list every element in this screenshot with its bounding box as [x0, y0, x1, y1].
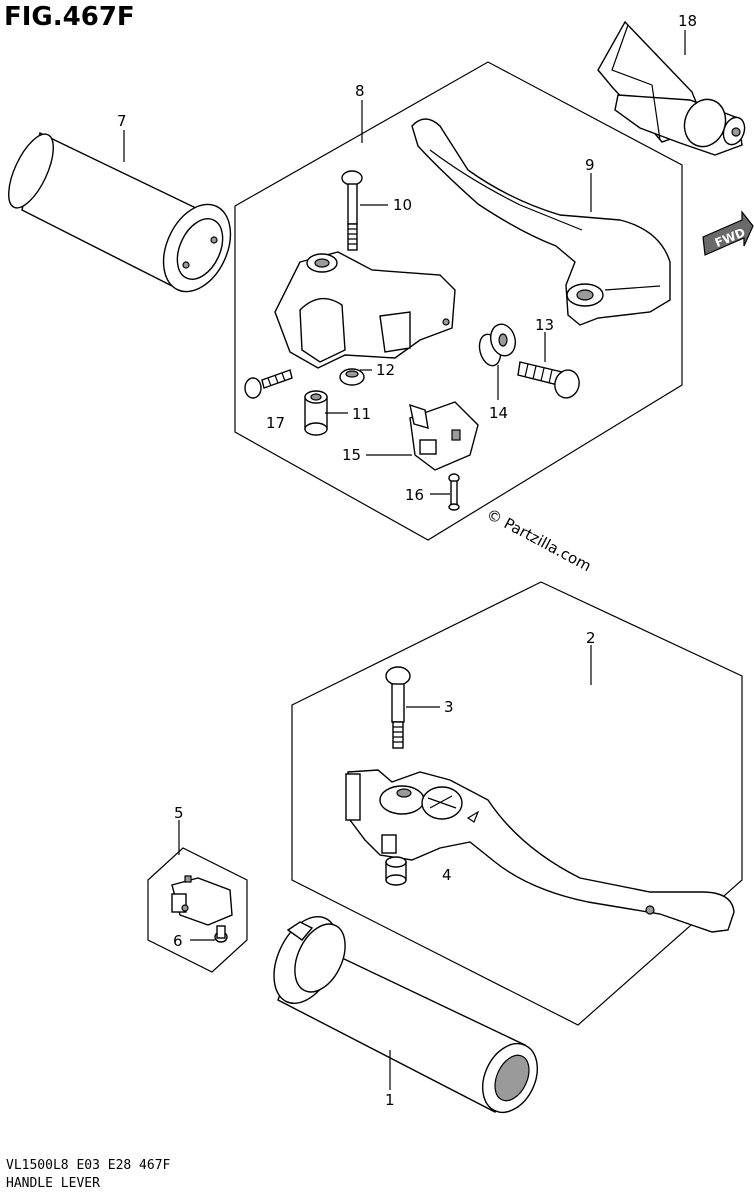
callout-6: 6 — [173, 932, 183, 950]
forward-direction-arrow: FWD — [702, 210, 754, 256]
part-5-brake-switch[interactable] — [171, 875, 233, 926]
callout-16: 16 — [405, 486, 424, 504]
callout-11: 11 — [352, 405, 371, 423]
callout-1: 1 — [385, 1091, 395, 1109]
callout-12: 12 — [376, 361, 395, 379]
clutch-lever-assembly-outline — [234, 61, 683, 541]
brake-lever-assembly-outline — [291, 581, 743, 1026]
part-7-grip[interactable] — [0, 128, 244, 302]
part-6-screw[interactable] — [214, 925, 228, 943]
part-4-collar[interactable] — [385, 856, 407, 886]
part-12-collar[interactable] — [339, 368, 365, 386]
part-14-nut[interactable] — [476, 321, 519, 368]
part-17-screw[interactable] — [244, 369, 293, 399]
callout-2: 2 — [586, 629, 596, 647]
part-10-bolt[interactable] — [341, 170, 363, 251]
callout-4: 4 — [442, 866, 452, 884]
part-11-cushion[interactable] — [304, 390, 328, 436]
callout-5: 5 — [174, 804, 184, 822]
part-13-pivot-bolt[interactable] — [517, 361, 582, 401]
model-code: VL1500L8 E03 E28 467F — [6, 1158, 171, 1173]
brake-switch-outline — [147, 847, 248, 973]
callout-9: 9 — [585, 156, 595, 174]
callout-8: 8 — [355, 82, 365, 100]
part-1-throttle-grip[interactable] — [261, 906, 548, 1121]
callout-15: 15 — [342, 446, 361, 464]
part-15-switch[interactable] — [409, 401, 479, 471]
callout-7: 7 — [117, 112, 127, 130]
callout-3: 3 — [444, 698, 454, 716]
part-3-bolt[interactable] — [385, 666, 411, 749]
part-18-lever-cover[interactable] — [597, 20, 748, 156]
section-name: HANDLE LEVER — [6, 1176, 100, 1191]
callout-13: 13 — [535, 316, 554, 334]
callout-18: 18 — [678, 12, 697, 30]
leader-lines — [123, 30, 686, 1090]
part-2-brake-lever[interactable] — [345, 769, 735, 933]
callout-labels: 7 8 18 9 10 11 12 13 14 15 16 17 2 3 4 5… — [117, 12, 697, 1109]
callout-10: 10 — [393, 196, 412, 214]
part-16-screw[interactable] — [448, 473, 460, 511]
part-8-lever-holder[interactable] — [274, 251, 456, 369]
part-9-clutch-lever[interactable] — [411, 118, 671, 326]
callout-17: 17 — [266, 414, 285, 432]
figure-title: FIG.467F — [4, 2, 135, 32]
callout-14: 14 — [489, 404, 508, 422]
